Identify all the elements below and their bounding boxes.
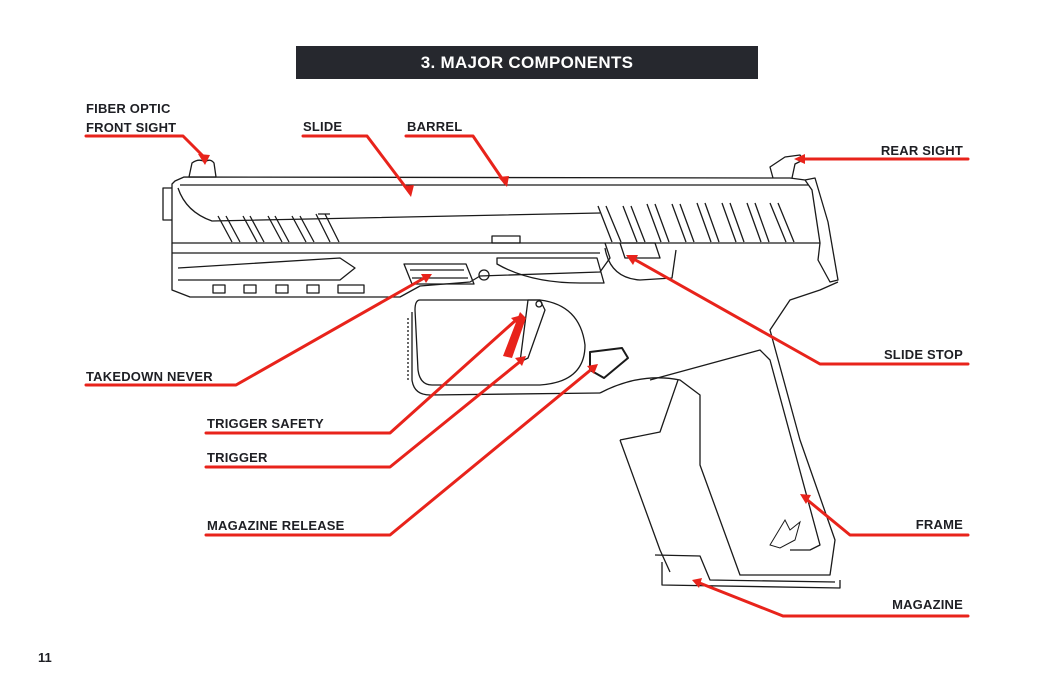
label-fiber-optic: FIBER OPTIC bbox=[86, 101, 171, 116]
arrowhead-trigger bbox=[515, 356, 526, 366]
leader-slide-stop bbox=[630, 256, 970, 366]
label-front-sight: FRONT SIGHT bbox=[86, 120, 177, 135]
label-trigger-safety: TRIGGER SAFETY bbox=[207, 416, 324, 431]
arrowhead-trigger-safety bbox=[511, 315, 522, 326]
arrowhead-slide-stop bbox=[626, 255, 638, 265]
slide-shape bbox=[171, 176, 821, 244]
slide-stop-shape bbox=[619, 242, 661, 259]
label-trigger: TRIGGER bbox=[207, 450, 268, 465]
trigger-guard-shape bbox=[414, 299, 586, 386]
label-rear-sight: REAR SIGHT bbox=[880, 143, 963, 158]
label-magazine: MAGAZINE bbox=[892, 597, 963, 612]
rear-sight-shape bbox=[769, 154, 804, 179]
takedown-lever-shape bbox=[403, 263, 475, 285]
magazine-release-shape bbox=[589, 347, 629, 379]
leader-takedown bbox=[84, 275, 428, 387]
leader-magazine-release bbox=[204, 366, 595, 537]
leader-barrel bbox=[404, 134, 507, 185]
page-number: 11 bbox=[38, 650, 52, 665]
arrowhead-front-sight bbox=[198, 154, 210, 165]
leader-front-sight bbox=[84, 134, 207, 160]
label-slide-stop: SLIDE STOP bbox=[883, 347, 963, 362]
arrowhead-frame bbox=[800, 494, 811, 504]
leader-frame bbox=[803, 496, 970, 537]
leader-magazine bbox=[695, 580, 970, 618]
section-title: 3. MAJOR COMPONENTS bbox=[296, 46, 758, 79]
front-sight-shape bbox=[188, 159, 217, 178]
arrowhead-slide bbox=[403, 185, 414, 197]
label-barrel: BARREL bbox=[407, 119, 463, 134]
label-magazine-release: MAGAZINE RELEASE bbox=[207, 518, 345, 533]
arrowhead-barrel bbox=[498, 176, 509, 187]
arrowhead-takedown bbox=[421, 274, 432, 283]
trigger-safety-shape bbox=[503, 312, 526, 358]
eagle-logo bbox=[769, 518, 801, 549]
label-frame: FRAME bbox=[915, 517, 963, 532]
arrowhead-rear-sight bbox=[794, 154, 805, 164]
leader-slide bbox=[301, 134, 412, 195]
leader-trigger bbox=[204, 358, 524, 469]
leader-trigger-safety bbox=[204, 318, 518, 435]
trigger-shape bbox=[519, 299, 546, 363]
label-slide: SLIDE bbox=[303, 119, 343, 134]
frame-grip-shape bbox=[599, 281, 839, 576]
arrowhead-magazine-release bbox=[587, 364, 598, 374]
label-takedown: TAKEDOWN NEVER bbox=[86, 369, 213, 384]
arrowhead-magazine bbox=[692, 578, 702, 588]
